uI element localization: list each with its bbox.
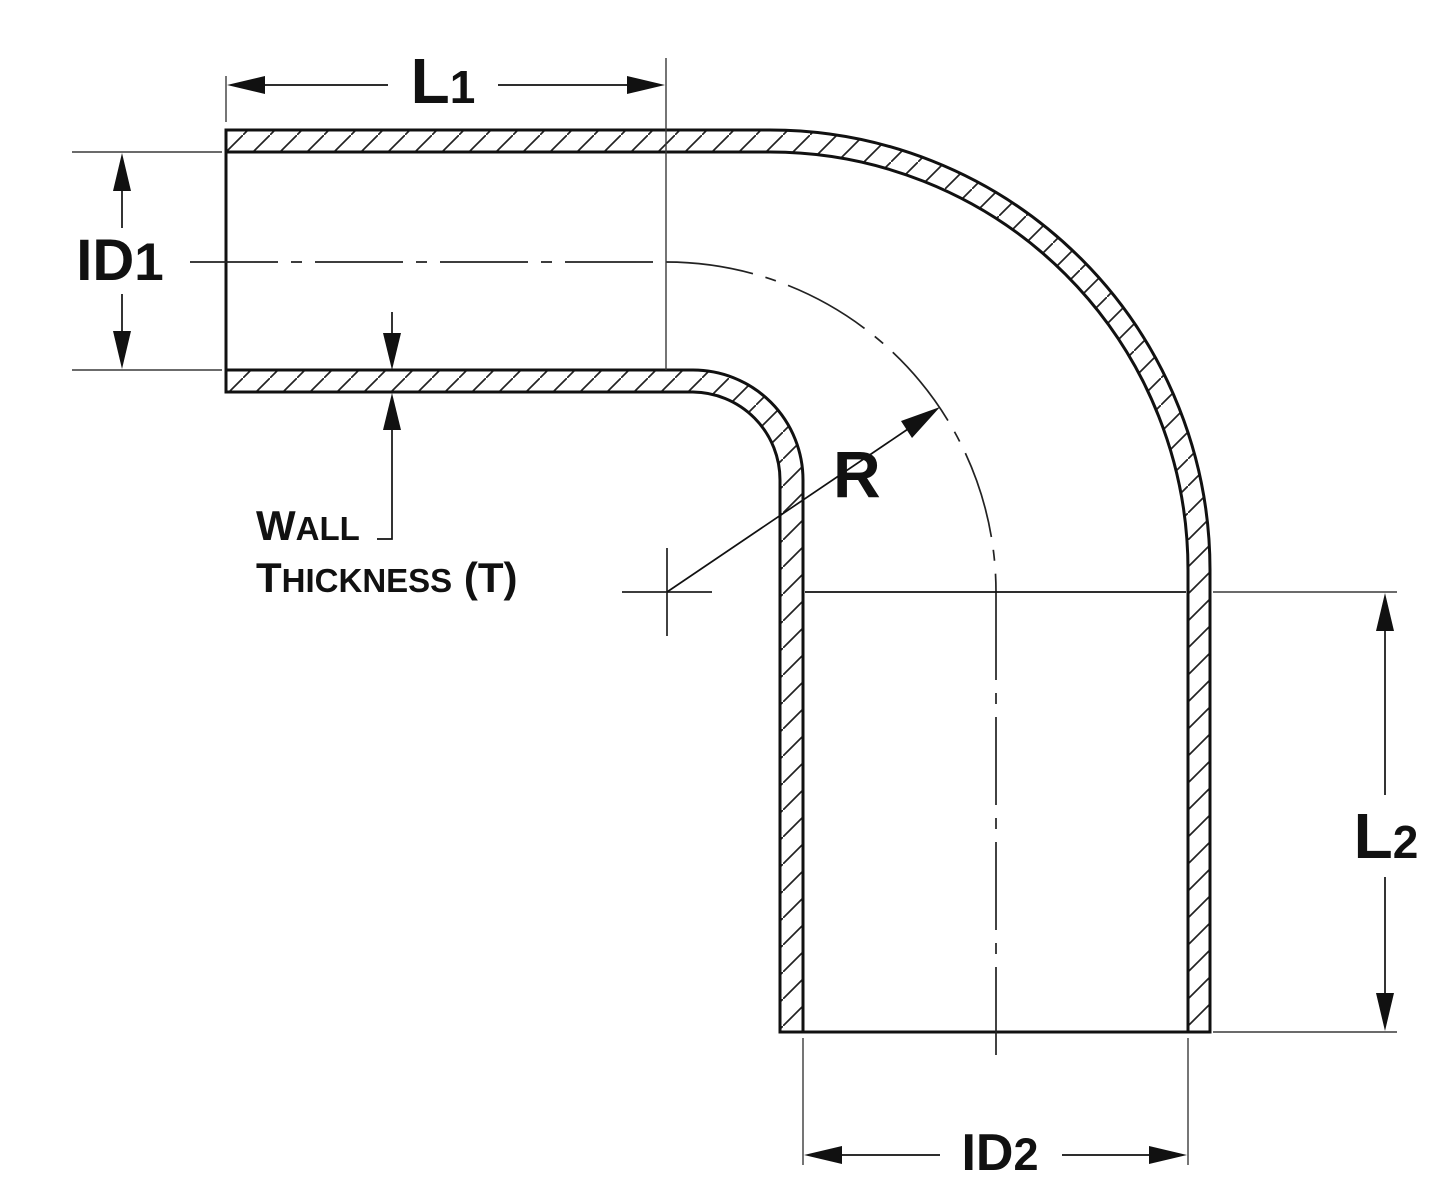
inner-wall-band bbox=[224, 368, 805, 1034]
id2-label: ID2 bbox=[961, 1124, 1038, 1182]
dimension-l2: L2 bbox=[1213, 591, 1419, 1033]
centerlines bbox=[190, 261, 997, 1062]
wt-leader-lower bbox=[377, 430, 393, 540]
wt-arrowhead-down bbox=[383, 333, 401, 370]
r-arrowhead bbox=[901, 407, 940, 438]
r-label: R bbox=[833, 437, 881, 511]
wall-thickness-label-line1: WALL bbox=[256, 502, 360, 549]
l2-label: L2 bbox=[1354, 800, 1419, 872]
dimension-id1: ID1 bbox=[72, 151, 222, 371]
l1-label: L1 bbox=[411, 45, 476, 117]
tube-walls bbox=[224, 128, 1212, 1034]
l2-arrowhead-down bbox=[1376, 993, 1394, 1031]
dimension-id2: ID2 bbox=[802, 1038, 1189, 1182]
dimension-r: R bbox=[666, 407, 940, 593]
id2-arrowhead-left bbox=[804, 1146, 842, 1164]
l1-arrowhead-right bbox=[627, 76, 665, 94]
id1-arrowhead-down bbox=[113, 331, 131, 369]
id1-arrowhead-up bbox=[113, 153, 131, 191]
dimension-wall-thickness: WALL THICKNESS (T) bbox=[256, 312, 517, 601]
dimension-l1: L1 bbox=[225, 45, 667, 370]
wall-thickness-label-line2: THICKNESS (T) bbox=[256, 554, 517, 601]
wt-arrowhead-up bbox=[383, 393, 401, 430]
id1-label: ID1 bbox=[76, 228, 163, 293]
r-leader-line bbox=[666, 428, 909, 593]
centerline-bend-arc bbox=[665, 261, 997, 593]
l2-arrowhead-up bbox=[1376, 593, 1394, 631]
id2-arrowhead-right bbox=[1149, 1146, 1187, 1164]
l1-arrowhead-left bbox=[227, 76, 265, 94]
